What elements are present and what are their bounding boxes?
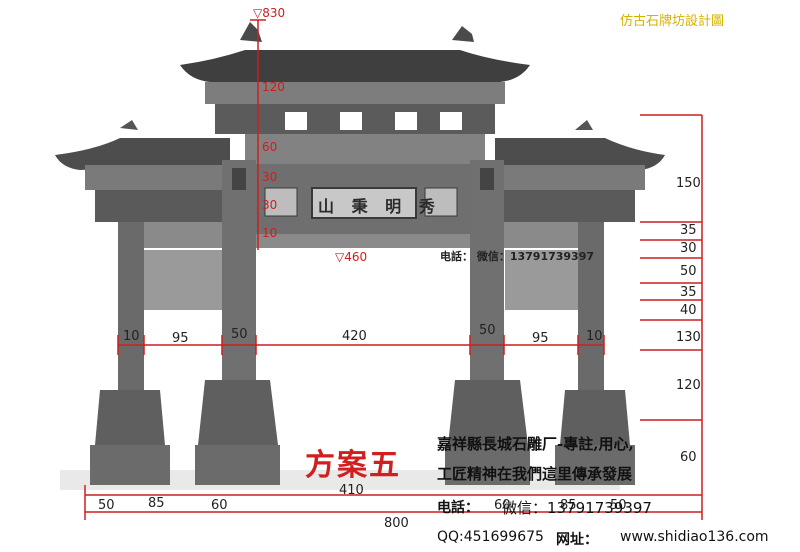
site-label: 网址： [556, 532, 598, 548]
wechat-number: 微信：13791739397 [502, 499, 652, 517]
dimension-lines [84, 19, 703, 520]
right-side-roof [495, 120, 665, 222]
dim-left-1: 60 [262, 140, 278, 154]
dim-right-4: 35 [680, 285, 697, 300]
dim-left-0: 120 [262, 80, 285, 94]
right-lantern [480, 168, 494, 190]
dim-right-0: 150 [676, 176, 701, 191]
dim-right-6: 130 [676, 330, 701, 345]
qq-number: QQ:451699675 [437, 529, 544, 545]
left-lintel [130, 222, 235, 248]
description-line-2: 工匠精神在我們這里傳承發展 [437, 465, 633, 483]
span-top-1: 95 [172, 331, 189, 346]
dim-left-4: 10 [262, 226, 278, 240]
span-bottom-0: 50 [98, 498, 115, 513]
site-url[interactable]: www.shidiao136.com [620, 529, 769, 545]
span-bottom-4: 60 [494, 498, 511, 513]
dim-left-3: 30 [262, 198, 278, 212]
drawing-title: 仿古石牌坊設計圖 [620, 14, 725, 29]
dim-right-2: 30 [680, 241, 697, 256]
main-roof [180, 22, 530, 134]
span-bottom-1: 85 [148, 496, 165, 511]
span-bottom-5: 85 [560, 498, 577, 513]
overlay-contact: 电話： 微信：13791739397 [440, 250, 595, 263]
height-mid-label: ▽460 [335, 250, 368, 264]
dim-left-2: 30 [262, 170, 278, 184]
dim-right-7: 120 [676, 378, 701, 393]
span-top-6: 10 [586, 329, 603, 344]
span-top-2: 50 [231, 327, 248, 342]
span-top-4: 50 [479, 323, 496, 338]
plaque-inscription: 山 秉 明 秀 [318, 197, 441, 216]
column-bases [90, 380, 635, 485]
right-panel [505, 250, 590, 310]
left-panel [142, 250, 227, 310]
span-bottom-6: 50 [610, 498, 627, 513]
dim-right-5: 40 [680, 303, 697, 318]
left-side-roof [55, 120, 235, 222]
central-lintel [245, 134, 485, 248]
phone-label: 电話： [437, 500, 479, 516]
span-top-3: 420 [342, 329, 367, 344]
span-top-0: 10 [123, 329, 140, 344]
total-width: 800 [384, 516, 409, 531]
height-top-label: ▽830 [253, 6, 286, 20]
plan-label: 方案五 [305, 448, 401, 483]
span-top-5: 95 [532, 331, 549, 346]
dim-right-3: 50 [680, 264, 697, 279]
span-bottom-3: 410 [339, 483, 364, 498]
description-line-1: 嘉祥縣長城石雕厂-專註,用心, [437, 435, 634, 453]
left-lantern [232, 168, 246, 190]
dim-right-8: 60 [680, 450, 697, 465]
dim-right-1: 35 [680, 223, 697, 238]
span-bottom-2: 60 [211, 498, 228, 513]
